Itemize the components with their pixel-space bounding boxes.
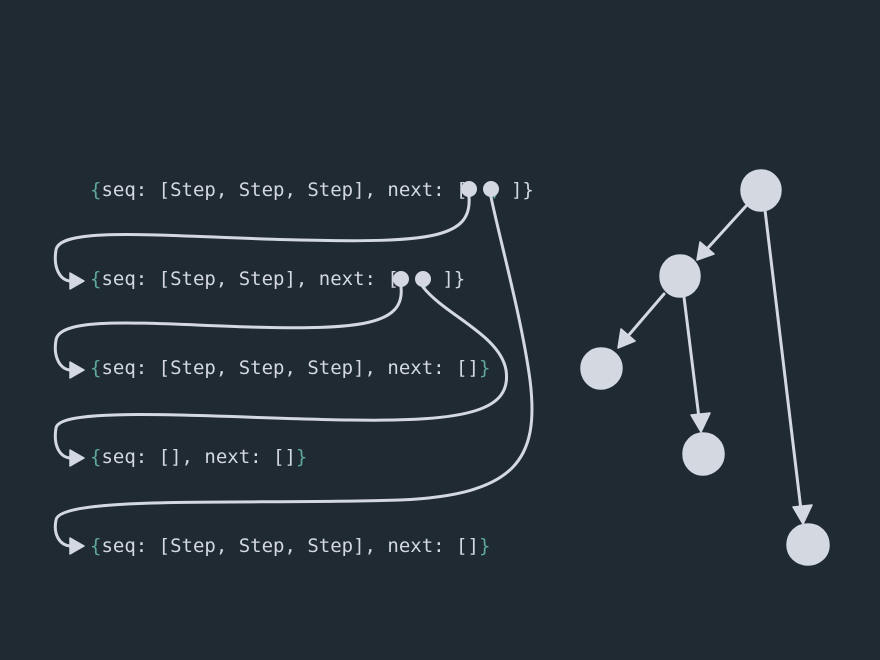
tree-edge-1-3-arrowhead: [690, 412, 711, 433]
row-1-body: seq: [Step, Step, Step], next: [: [101, 179, 467, 201]
tree-edge-1-3: [682, 295, 701, 420]
row-3: {seq: [Step, Step, Step], next: []}: [90, 357, 490, 379]
row-1-ref-dot-1: [461, 181, 477, 197]
tree-edge-0-5: [763, 208, 803, 512]
pointer-row1-to-row2: [53, 195, 471, 283]
row-4: {seq: [], next: []}: [90, 446, 307, 468]
pointer-row2-to-row3: [53, 285, 403, 372]
row-4-open-brace: {: [90, 446, 101, 468]
tree-node-leaf-3: [786, 523, 830, 566]
row-2-ref-dot-1: [393, 271, 409, 287]
row-4-body: seq: [], next: []: [101, 446, 295, 468]
tree-node-leaf-1: [580, 347, 623, 390]
row-2-close: ]}: [442, 268, 465, 290]
row-3-body: seq: [Step, Step, Step], next: []: [101, 357, 479, 379]
row-2-ref-dot-2: [415, 271, 431, 287]
tree-edge-0-5-arrowhead: [792, 504, 813, 525]
pointer-row1-to-row5: [53, 195, 534, 548]
pointer-row2-to-row4: [53, 285, 509, 460]
tree-node-leaf-2: [682, 432, 725, 476]
pointer-row2-to-row4-arrowhead: [69, 449, 85, 467]
row-1-close: ]}: [511, 179, 534, 201]
row-1-open-brace: {: [90, 179, 101, 201]
row-5-close-brace: }: [479, 535, 490, 557]
tree-edge-1-2: [626, 292, 666, 338]
tree-edge-1-2-arrowhead: [617, 328, 636, 349]
tree-edge-0-1-arrowhead: [696, 241, 715, 261]
pointer-row1-to-row5-arrowhead: [69, 537, 85, 555]
row-4-close-brace: }: [296, 446, 307, 468]
row-3-open-brace: {: [90, 357, 101, 379]
row-5-body: seq: [Step, Step, Step], next: []: [101, 535, 479, 557]
tree-edge-0-1: [704, 204, 748, 252]
row-1-ref-dot-2: [483, 181, 499, 197]
tree-node-child-left: [659, 254, 701, 298]
row-5: {seq: [Step, Step, Step], next: []}: [90, 535, 490, 557]
row-5-open-brace: {: [90, 535, 101, 557]
pointer-row2-to-row3-arrowhead: [69, 361, 85, 379]
row-3-close-brace: }: [479, 357, 490, 379]
row-2-open-brace: {: [90, 268, 101, 290]
row-2-body: seq: [Step, Step], next: [: [101, 268, 398, 290]
pointer-row1-to-row2-arrowhead: [69, 272, 85, 290]
tree-node-root: [740, 169, 782, 212]
